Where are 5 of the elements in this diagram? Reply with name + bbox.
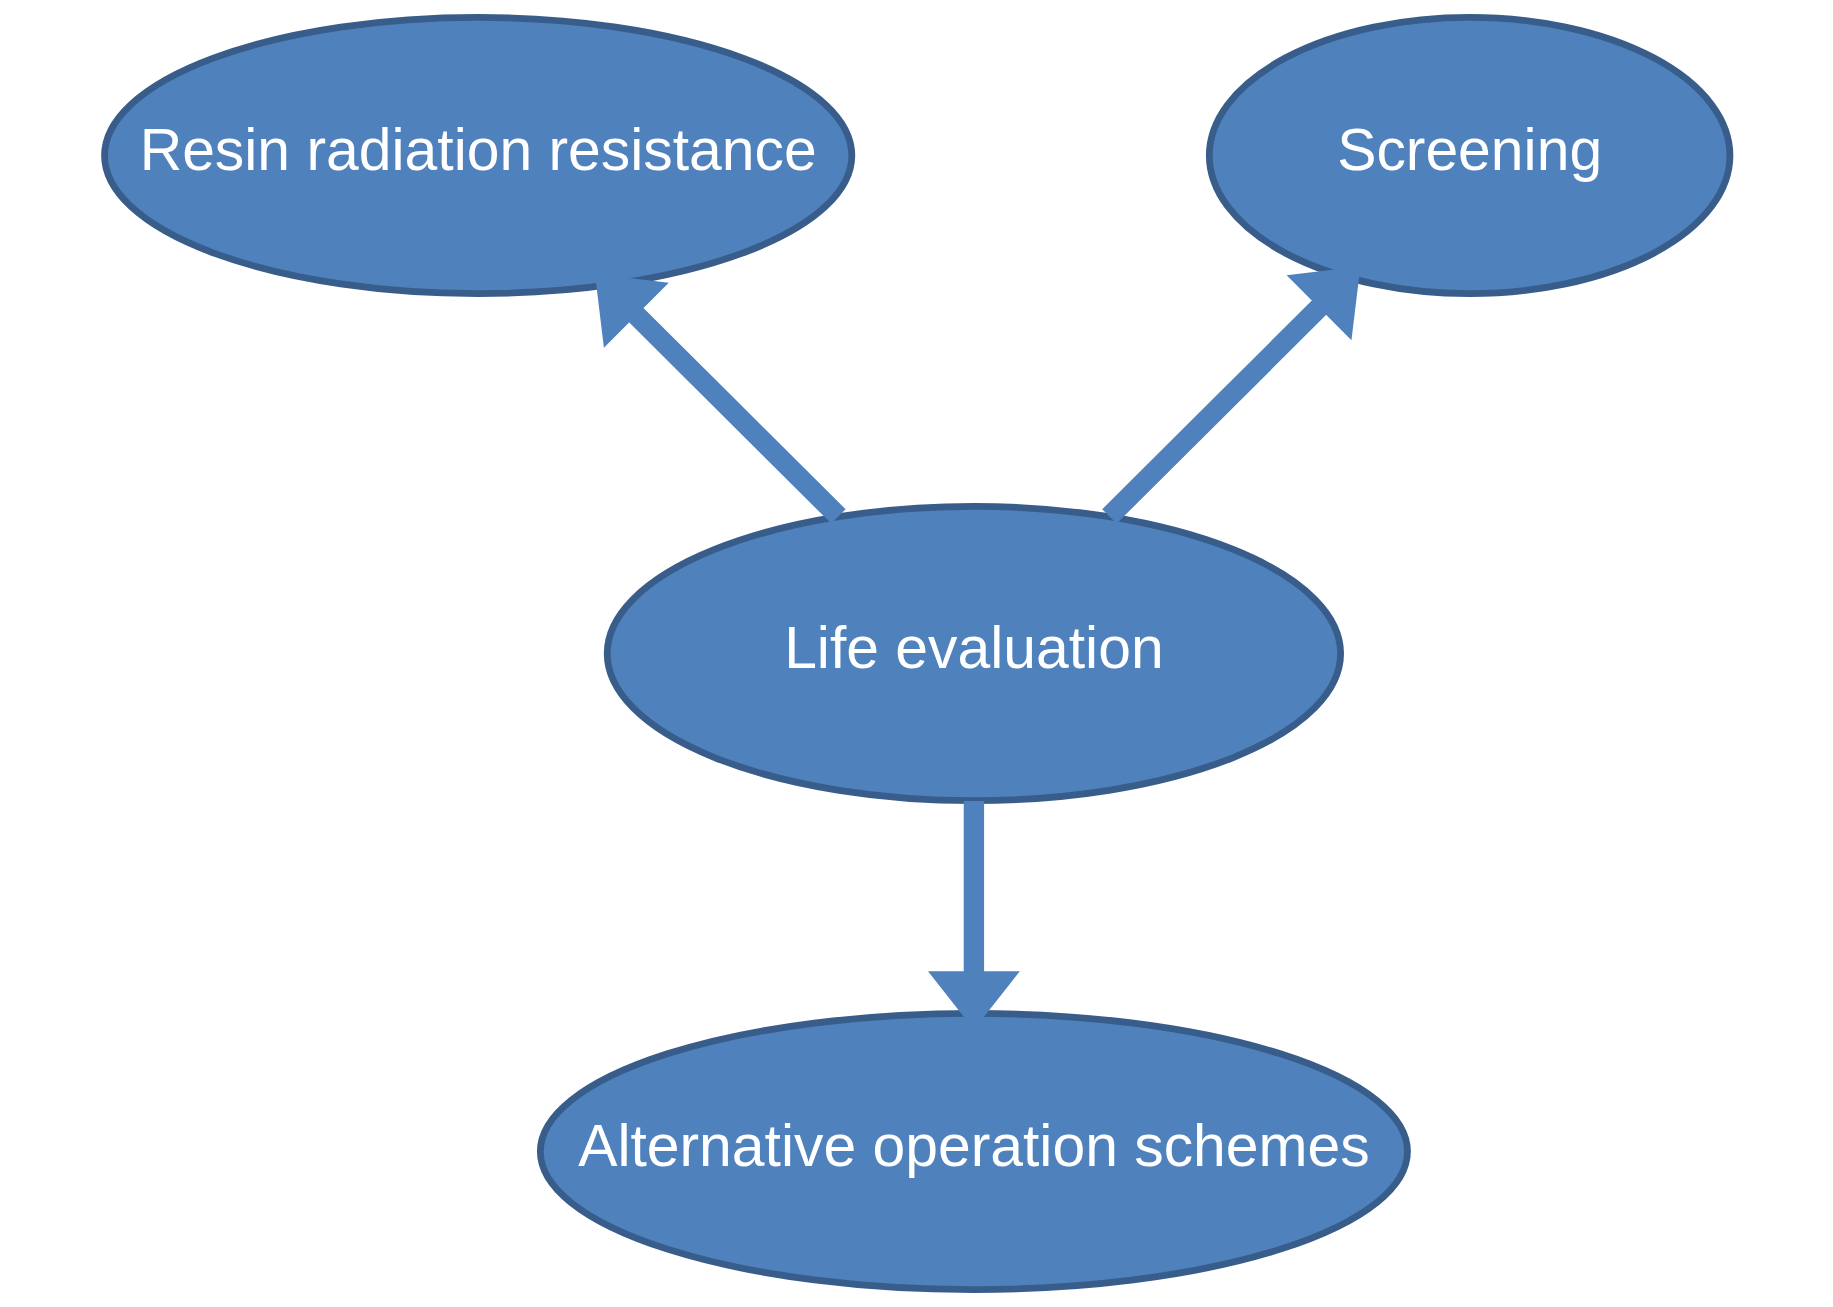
node-ellipse: Life evaluation (603, 502, 1344, 805)
node-ellipse: Alternative operation schemes (536, 1010, 1411, 1293)
node-ellipse: Resin radiation resistance (100, 14, 855, 297)
node-ellipse: Screening (1205, 14, 1733, 297)
arrow (1101, 266, 1360, 524)
